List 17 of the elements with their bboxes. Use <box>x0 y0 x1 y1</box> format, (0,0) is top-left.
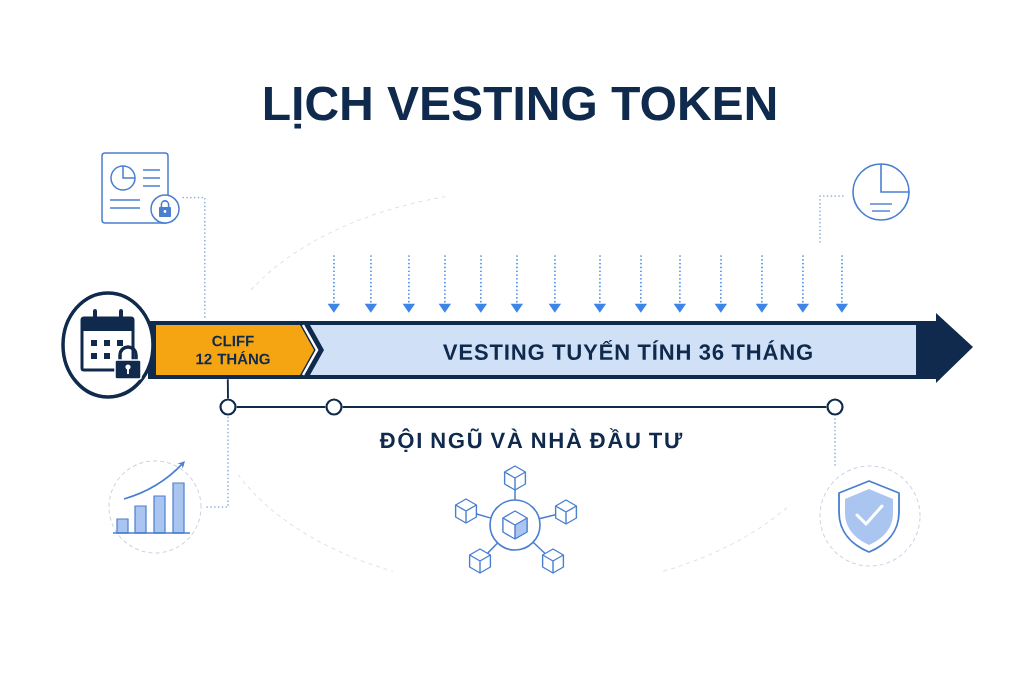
timeline-line <box>235 406 327 408</box>
title: LỊCH VESTING TOKEN <box>264 86 776 129</box>
bar-chart-icon <box>108 460 202 554</box>
timeline-marker <box>826 398 844 416</box>
vesting-segment: VESTING TUYẾN TÍNH 36 THÁNG <box>310 325 916 375</box>
timeline-line <box>341 406 828 408</box>
clock-icon <box>852 163 910 221</box>
leader-line <box>834 415 836 466</box>
leader-line <box>206 415 229 508</box>
group-label: ĐỘI NGŨ VÀ NHÀ ĐẦU TƯ <box>379 428 683 452</box>
shield-check-icon <box>819 465 921 567</box>
timeline-marker <box>219 398 237 416</box>
cliff-segment: CLIFF 12 THÁNG <box>156 324 319 376</box>
timeline-marker <box>325 398 343 416</box>
leader-line <box>182 196 206 319</box>
document-lock-icon <box>101 152 180 224</box>
timeline-line <box>226 378 229 400</box>
